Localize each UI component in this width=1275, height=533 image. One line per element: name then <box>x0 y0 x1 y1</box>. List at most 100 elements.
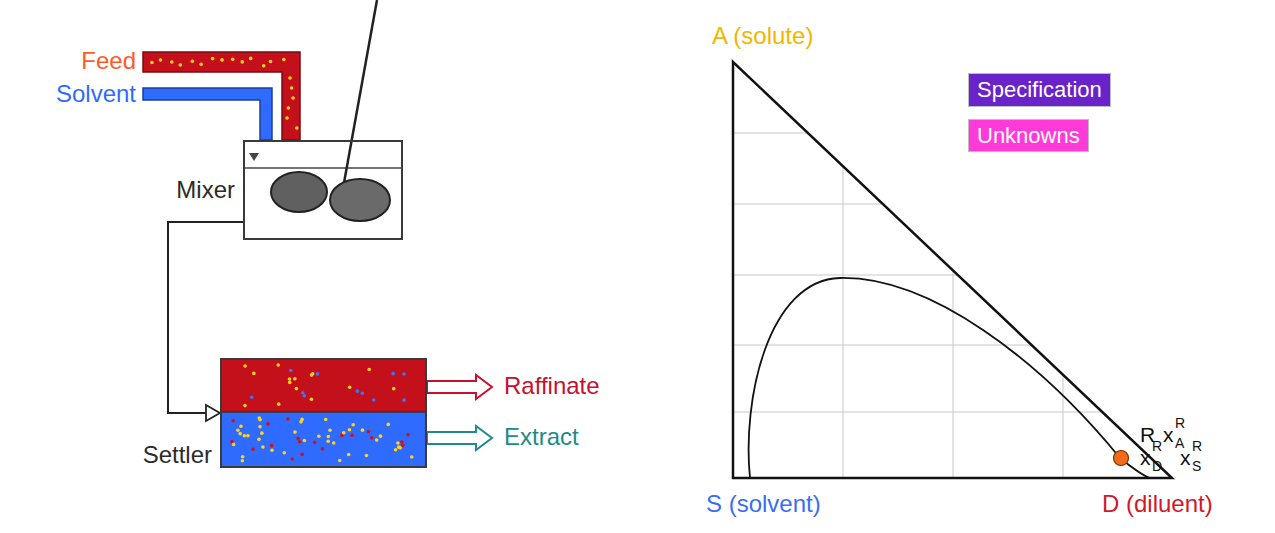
vertex-label: S (solvent) <box>706 492 821 516</box>
vertex-label: D (diluent) <box>1102 492 1213 516</box>
particle <box>375 438 379 442</box>
particle <box>310 397 314 401</box>
particle <box>238 432 242 436</box>
particle <box>291 96 295 100</box>
particle <box>293 430 297 434</box>
particle <box>232 443 236 447</box>
particle <box>231 57 235 61</box>
mixer-label: Mixer <box>176 176 235 204</box>
arrow-head <box>206 405 220 421</box>
particle <box>361 428 365 432</box>
particle <box>410 455 414 459</box>
particle <box>285 116 289 120</box>
mixer-interior <box>243 0 403 240</box>
particle <box>211 57 215 61</box>
particle <box>348 428 352 432</box>
stream-label: Extract <box>504 425 579 449</box>
particle <box>240 60 244 64</box>
pipe-connector <box>168 222 243 421</box>
particle <box>402 398 406 402</box>
particle <box>303 394 307 398</box>
particle <box>361 392 365 396</box>
particle <box>276 363 280 367</box>
feed-particles <box>150 57 298 130</box>
particle <box>246 434 250 438</box>
particle <box>351 423 355 427</box>
particle <box>402 372 406 376</box>
composition-symbol: x <box>1163 424 1174 445</box>
extract-arrow <box>427 426 492 450</box>
particle <box>257 416 261 420</box>
superscript: R <box>1152 439 1162 453</box>
particle <box>269 60 273 64</box>
particle <box>370 436 374 440</box>
raffinate-arrow <box>427 375 492 399</box>
particle <box>398 446 402 450</box>
particle <box>241 459 245 463</box>
superscript: R <box>1175 416 1185 430</box>
stream-label: Feed <box>81 49 136 73</box>
particle <box>261 445 265 449</box>
settler-particles <box>230 363 413 462</box>
binodal-curve <box>749 278 1150 478</box>
particle <box>296 437 300 441</box>
particle <box>150 61 154 65</box>
particle <box>159 58 163 62</box>
particle <box>342 431 346 435</box>
particle <box>236 429 240 433</box>
particle <box>286 417 290 421</box>
stream-label: Solvent <box>56 82 136 106</box>
particle <box>303 439 307 443</box>
particle <box>289 369 293 373</box>
legend-swatch: Unknowns <box>968 119 1089 152</box>
particle <box>298 440 302 444</box>
particle <box>249 57 253 61</box>
particle <box>260 431 264 435</box>
particle <box>191 59 195 63</box>
feed-pipe <box>143 52 300 140</box>
particle <box>300 453 304 457</box>
particle <box>288 381 292 385</box>
particle <box>239 424 243 428</box>
particle <box>396 441 400 445</box>
particle <box>367 430 371 434</box>
particle <box>326 439 330 443</box>
stream-label: Raffinate <box>504 374 600 398</box>
particle <box>241 455 245 459</box>
mixer-tank: Mixer <box>243 140 403 240</box>
particle <box>313 441 317 445</box>
settler-tank: Settler <box>220 358 427 468</box>
particle <box>332 441 336 445</box>
particle <box>252 372 256 376</box>
particle <box>295 387 299 391</box>
legend-text: Unknowns <box>977 123 1080 149</box>
particle <box>301 391 305 395</box>
vertex-label: A (solute) <box>712 24 813 48</box>
particle <box>347 453 351 457</box>
particle <box>287 106 291 110</box>
particle <box>293 377 297 381</box>
particle <box>282 58 286 62</box>
particle <box>277 402 281 406</box>
composition-symbol: x <box>1180 447 1191 468</box>
raffinate-point <box>1114 451 1129 466</box>
particle <box>258 425 262 429</box>
ternary-grid <box>730 40 1180 480</box>
particle <box>220 58 224 62</box>
particle <box>290 457 294 461</box>
particle <box>317 434 321 438</box>
particle <box>386 423 390 427</box>
particle <box>243 434 247 438</box>
particle <box>348 385 352 389</box>
particle <box>266 422 270 426</box>
particle <box>179 63 183 67</box>
particle <box>270 448 274 452</box>
subscript: S <box>1192 459 1201 473</box>
legend-swatch: Specification <box>968 73 1111 107</box>
particle <box>316 372 320 376</box>
particle <box>310 373 314 377</box>
particle <box>406 433 410 437</box>
particle <box>392 387 396 391</box>
particle <box>372 398 376 402</box>
